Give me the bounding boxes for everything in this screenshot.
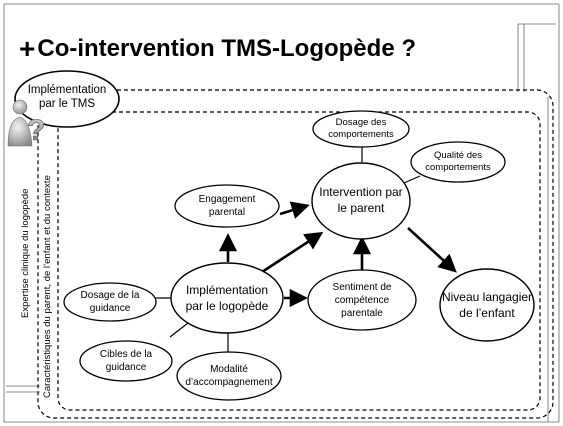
niveau-langagier-line2: de l’enfant	[459, 306, 515, 320]
arrows	[218, 201, 457, 308]
arrow-engagement-to-intervention	[279, 201, 310, 219]
implementation-tms-line2: par le TMS	[39, 98, 95, 110]
plus-marker-icon: +	[19, 33, 36, 64]
arrow-implementation-to-intervention	[261, 231, 324, 274]
side-label-expertise: Expertise clinique du logopède	[20, 189, 31, 318]
slide-title-text: Co-intervention TMS-Logopède ?	[37, 35, 416, 62]
node-dosage-guidance: Dosage de la guidance	[63, 282, 157, 322]
sentiment-competence-line3: parentale	[341, 308, 383, 319]
dosage-comportements-line2: comportements	[328, 129, 394, 140]
node-implementation-tms: Implémentation par le TMS	[14, 70, 120, 128]
node-sentiment-competence: Sentiment de compétence parentale	[307, 269, 417, 331]
node-dosage-comportements: Dosage des comportements	[312, 110, 410, 148]
niveau-langagier-line1: Niveau langagier	[442, 290, 532, 304]
intervention-parent-line1: Intervention par	[319, 185, 402, 199]
node-qualite-comportements: Qualité des comportements	[410, 141, 506, 183]
engagement-parental-line1: Engagement	[199, 194, 256, 205]
qualite-comportements-line2: comportements	[425, 162, 491, 173]
implementation-tms-line1: Implémentation	[28, 84, 107, 96]
implementation-logopede-line1: Implémentation	[186, 283, 268, 297]
node-intervention-parent: Intervention par le parent	[311, 162, 411, 240]
modalite-line1: Modalité	[210, 364, 248, 375]
implementation-logopede-line2: par le logopède	[186, 299, 269, 313]
node-implementation-logopede: Implémentation par le logopède	[170, 262, 284, 334]
cibles-guidance-line1: Cibles de la	[100, 349, 153, 360]
arrow-intervention-to-niveau	[407, 227, 457, 273]
side-label-caracteristiques: Caractéristiques du parent, de l’enfant …	[42, 175, 53, 398]
intervention-parent-line2: le parent	[338, 201, 385, 215]
question-person-icon: ?	[7, 99, 46, 147]
node-cibles-guidance: Cibles de la guidance	[79, 340, 173, 382]
slide-frame	[3, 3, 560, 423]
dosage-guidance-line2: guidance	[90, 303, 131, 314]
connector-lines	[153, 146, 421, 352]
svg-text:?: ?	[27, 114, 45, 147]
node-modalite-accompagnement: Modalité d’accompagnement	[176, 351, 282, 401]
engagement-parental-line2: parental	[209, 207, 245, 218]
cibles-guidance-line2: guidance	[106, 362, 147, 373]
dosage-comportements-line1: Dosage des	[336, 117, 387, 128]
node-niveau-langagier: Niveau langagier de l’enfant	[439, 268, 535, 342]
sentiment-competence-line2: compétence	[335, 295, 390, 306]
outer-dashed-frame	[37, 89, 554, 419]
node-engagement-parental: Engagement parental	[174, 184, 280, 228]
modalite-line2: d’accompagnement	[185, 377, 272, 388]
dosage-guidance-line1: Dosage de la	[81, 290, 140, 301]
qualite-comportements-line1: Qualité des	[434, 150, 482, 161]
slide-title: + Co-intervention TMS-Logopède ?	[19, 35, 416, 63]
sentiment-competence-line1: Sentiment de	[333, 282, 392, 293]
